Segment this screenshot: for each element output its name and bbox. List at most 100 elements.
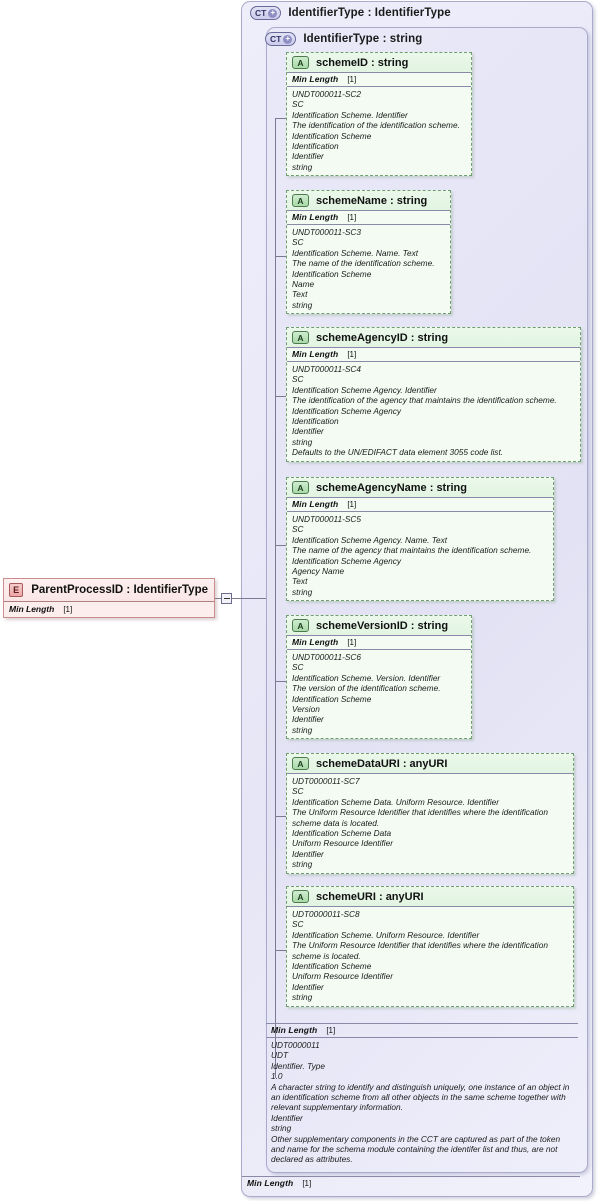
facet-row: Min Length [1] <box>287 347 580 362</box>
attribute-box-schemeAgencyName[interactable]: A schemeAgencyName : string Min Length [… <box>286 477 554 602</box>
doc-line: Identification Scheme Data. Uniform Reso… <box>292 796 500 807</box>
attribute-box-schemeName[interactable]: A schemeName : string Min Length [1] UND… <box>286 190 451 315</box>
attribute-title: schemeAgencyID : string <box>316 331 449 344</box>
doc-line: Version <box>292 704 320 715</box>
attribute-title: schemeVersionID : string <box>316 619 449 632</box>
facet-value: [1] <box>347 500 357 509</box>
attribute-header: A schemeVersionID : string <box>287 616 471 635</box>
doc-line: string <box>292 436 313 447</box>
doc-line: Identification Scheme Agency. Name. Text <box>292 534 448 545</box>
doc-line: SC <box>292 99 304 110</box>
doc-line: string <box>292 586 313 597</box>
facet-row: Min Length [1] <box>287 210 450 225</box>
doc-line: string <box>292 992 313 1003</box>
doc-line: UNDT000011-SC4 <box>292 364 362 374</box>
facet-value: [1] <box>347 213 357 222</box>
complextype-outer-header: CT+ IdentifierType : IdentifierType <box>250 6 451 20</box>
facet-name: Min Length <box>247 1178 294 1188</box>
doc-line: Identifier <box>292 981 324 992</box>
attribute-title: schemeAgencyName : string <box>316 481 467 494</box>
attribute-icon: A <box>292 194 309 207</box>
attribute-header: A schemeID : string <box>287 53 471 72</box>
facet-value: [1] <box>347 638 357 647</box>
complextype-icon[interactable]: CT+ <box>265 32 297 46</box>
doc-line: Identification Scheme Data <box>292 828 392 839</box>
expander-toggle[interactable] <box>221 593 232 604</box>
doc-line: SC <box>292 374 304 385</box>
complextype-icon-label: CT <box>255 8 267 18</box>
doc-line: UDT0000011-SC8 <box>292 909 360 919</box>
attribute-documentation: UNDT000011-SC5 SC Identification Scheme … <box>287 512 553 600</box>
doc-line: UNDT000011-SC2 <box>292 89 362 99</box>
attribute-box-schemeID[interactable]: A schemeID : string Min Length [1] UNDT0… <box>286 52 472 177</box>
collapse-glyph <box>223 598 230 599</box>
facet-value: [1] <box>347 350 357 359</box>
facet-value: [1] <box>302 1179 312 1188</box>
attribute-header: A schemeAgencyName : string <box>287 478 553 497</box>
complextype-outer-documentation: Min Length [1] <box>242 1176 580 1190</box>
facet-row: Min Length [1] <box>287 635 471 650</box>
complextype-expand-badge[interactable]: + <box>268 8 278 18</box>
facet-value: [1] <box>63 605 73 614</box>
attribute-header: A schemeURI : anyURI <box>287 887 573 907</box>
doc-line: Identifier <box>292 714 324 725</box>
attribute-documentation: UDT0000011-SC7 SC Identification Scheme … <box>287 774 573 873</box>
doc-line: The identification of the agency that ma… <box>292 395 557 406</box>
complextype-icon-label: CT <box>270 34 282 44</box>
doc-line: Identification Scheme <box>292 268 372 279</box>
attribute-documentation: UNDT000011-SC4 SC Identification Scheme … <box>287 362 580 461</box>
attribute-box-schemeVersionID[interactable]: A schemeVersionID : string Min Length [1… <box>286 615 472 740</box>
doc-line: Identifier <box>292 426 324 437</box>
attribute-box-schemeDataURI[interactable]: A schemeDataURI : anyURI UDT0000011-SC7 … <box>286 753 574 874</box>
attribute-box-schemeURI[interactable]: A schemeURI : anyURI UDT0000011-SC8 SC I… <box>286 886 574 1007</box>
attribute-title: schemeDataURI : anyURI <box>316 757 448 770</box>
doc-line: Identification Scheme <box>292 130 372 141</box>
facet-row: Min Length [1] <box>242 1176 580 1190</box>
connector-line <box>275 396 286 397</box>
doc-line: Identifier <box>271 1112 303 1123</box>
doc-line: Identification Scheme Agency <box>292 555 401 566</box>
element-header: E ParentProcessID : IdentifierType <box>4 579 214 601</box>
doc-line: Identification Scheme <box>292 693 372 704</box>
doc-line: Identification Scheme <box>292 961 372 972</box>
facet-row: Min Length [1] <box>287 72 471 87</box>
complextype-expand-badge[interactable]: + <box>283 34 293 44</box>
facet-value: [1] <box>326 1026 336 1035</box>
doc-line: UDT0000011 <box>271 1040 320 1050</box>
doc-line: Other supplementary components in the CC… <box>271 1133 561 1165</box>
doc-line: Agency Name <box>292 566 345 577</box>
doc-line: SC <box>292 786 304 797</box>
facet-row: Min Length [1] <box>4 601 214 617</box>
doc-line: UNDT000011-SC3 <box>292 227 362 237</box>
facet-name: Min Length <box>292 212 339 222</box>
doc-line: Identification Scheme. Version. Identifi… <box>292 672 441 683</box>
doc-line: Identification Scheme. Identifier <box>292 109 408 120</box>
doc-line: UDT <box>271 1050 289 1061</box>
doc-line: The identification of the identification… <box>292 120 460 131</box>
element-icon: E <box>9 583 24 597</box>
attribute-box-schemeAgencyID[interactable]: A schemeAgencyID : string Min Length [1]… <box>286 327 581 462</box>
complextype-icon[interactable]: CT+ <box>250 6 282 20</box>
facet-name: Min Length <box>292 349 339 359</box>
connector-line <box>275 118 286 119</box>
doc-line: Text <box>292 576 308 587</box>
doc-line: 1.0 <box>271 1071 283 1082</box>
doc-line: SC <box>292 919 304 930</box>
doc-line: string <box>292 724 313 735</box>
doc-line: Identification Scheme Agency <box>292 405 401 416</box>
element-box-ParentProcessID[interactable]: E ParentProcessID : IdentifierType Min L… <box>3 578 215 618</box>
doc-line: Text <box>292 289 308 300</box>
facet-name: Min Length <box>271 1025 318 1035</box>
attribute-title: schemeName : string <box>316 194 428 207</box>
attribute-title: schemeURI : anyURI <box>316 890 424 903</box>
complextype-inner-title: IdentifierType : string <box>303 33 423 45</box>
doc-line: Uniform Resource Identifier <box>292 838 393 849</box>
attribute-icon: A <box>292 481 309 494</box>
doc-line: Identifier. Type <box>271 1060 325 1071</box>
facet-value: [1] <box>347 75 357 84</box>
element-title: ParentProcessID : IdentifierType <box>31 584 208 596</box>
attribute-documentation: UNDT000011-SC2 SC Identification Scheme.… <box>287 87 471 175</box>
attribute-icon: A <box>292 56 309 69</box>
doc-line: string <box>271 1123 292 1134</box>
complextype-outer-title: IdentifierType : IdentifierType <box>288 7 451 19</box>
